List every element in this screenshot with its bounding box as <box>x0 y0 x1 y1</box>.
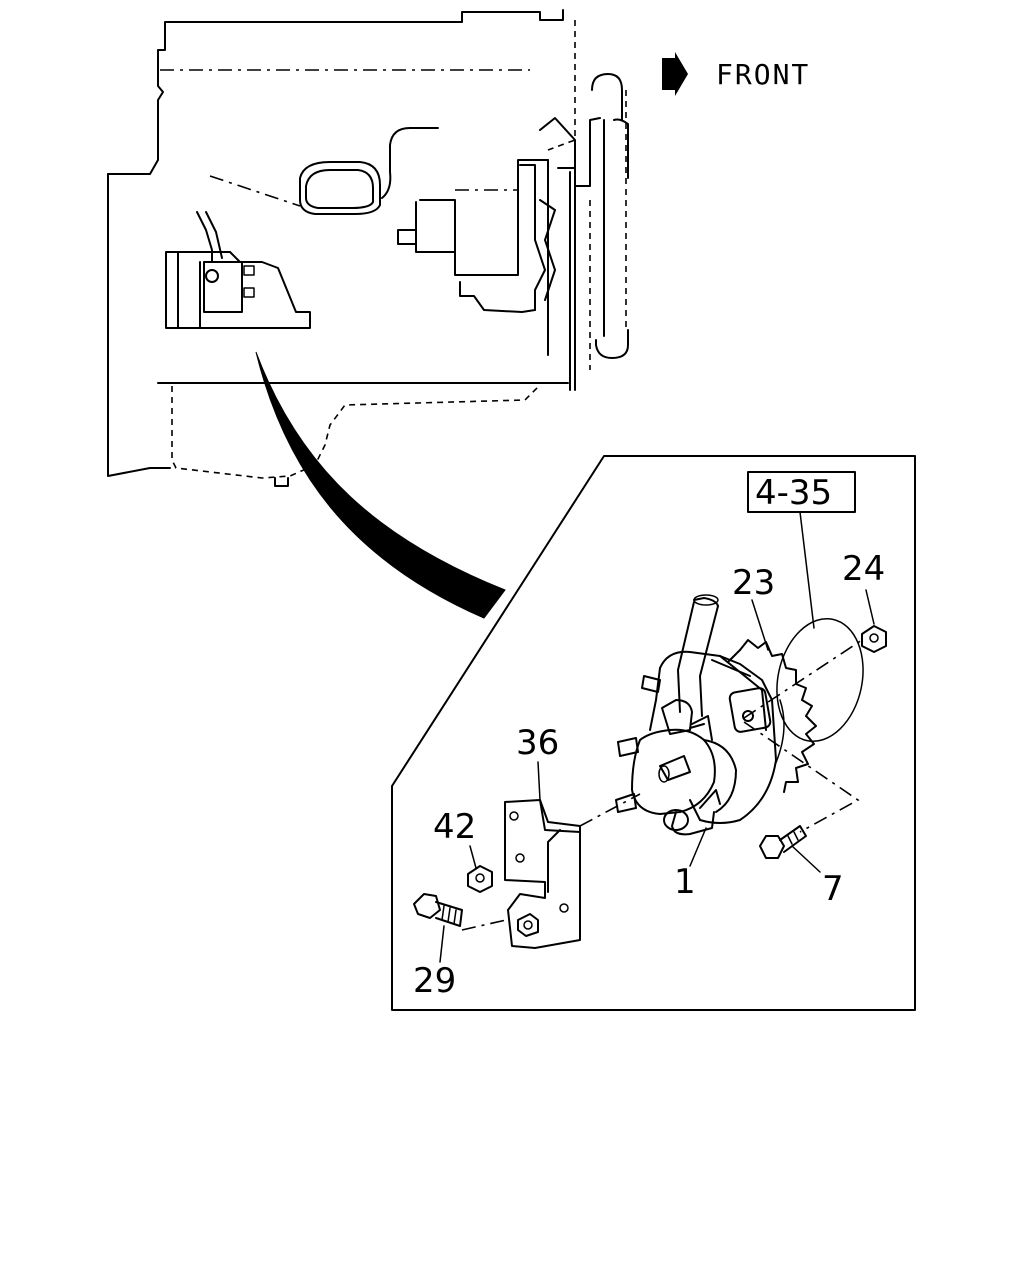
bolt-29 <box>413 893 463 927</box>
detail-view: 4-35 <box>391 455 916 1011</box>
callout-42: 42 <box>433 807 476 847</box>
callout-7: 7 <box>822 869 844 909</box>
reference-box: 4-35 <box>747 471 856 513</box>
injection-pump <box>615 594 777 836</box>
reference-label: 4-35 <box>755 473 832 513</box>
callout-23: 23 <box>732 563 775 603</box>
detail-pointer <box>255 351 506 619</box>
nut-42 <box>467 865 493 893</box>
mounting-bracket <box>504 799 581 949</box>
nut-24 <box>861 625 887 653</box>
engine-overview <box>107 9 629 487</box>
drive-gear <box>727 639 817 793</box>
front-indicator: FRONT <box>662 52 810 96</box>
callout-1: 1 <box>674 862 696 902</box>
callout-29: 29 <box>413 961 456 1001</box>
front-arrow-icon <box>662 52 688 96</box>
front-label: FRONT <box>716 58 810 91</box>
callout-24: 24 <box>842 549 885 589</box>
callout-36: 36 <box>516 723 559 763</box>
bolt-7 <box>759 825 807 859</box>
